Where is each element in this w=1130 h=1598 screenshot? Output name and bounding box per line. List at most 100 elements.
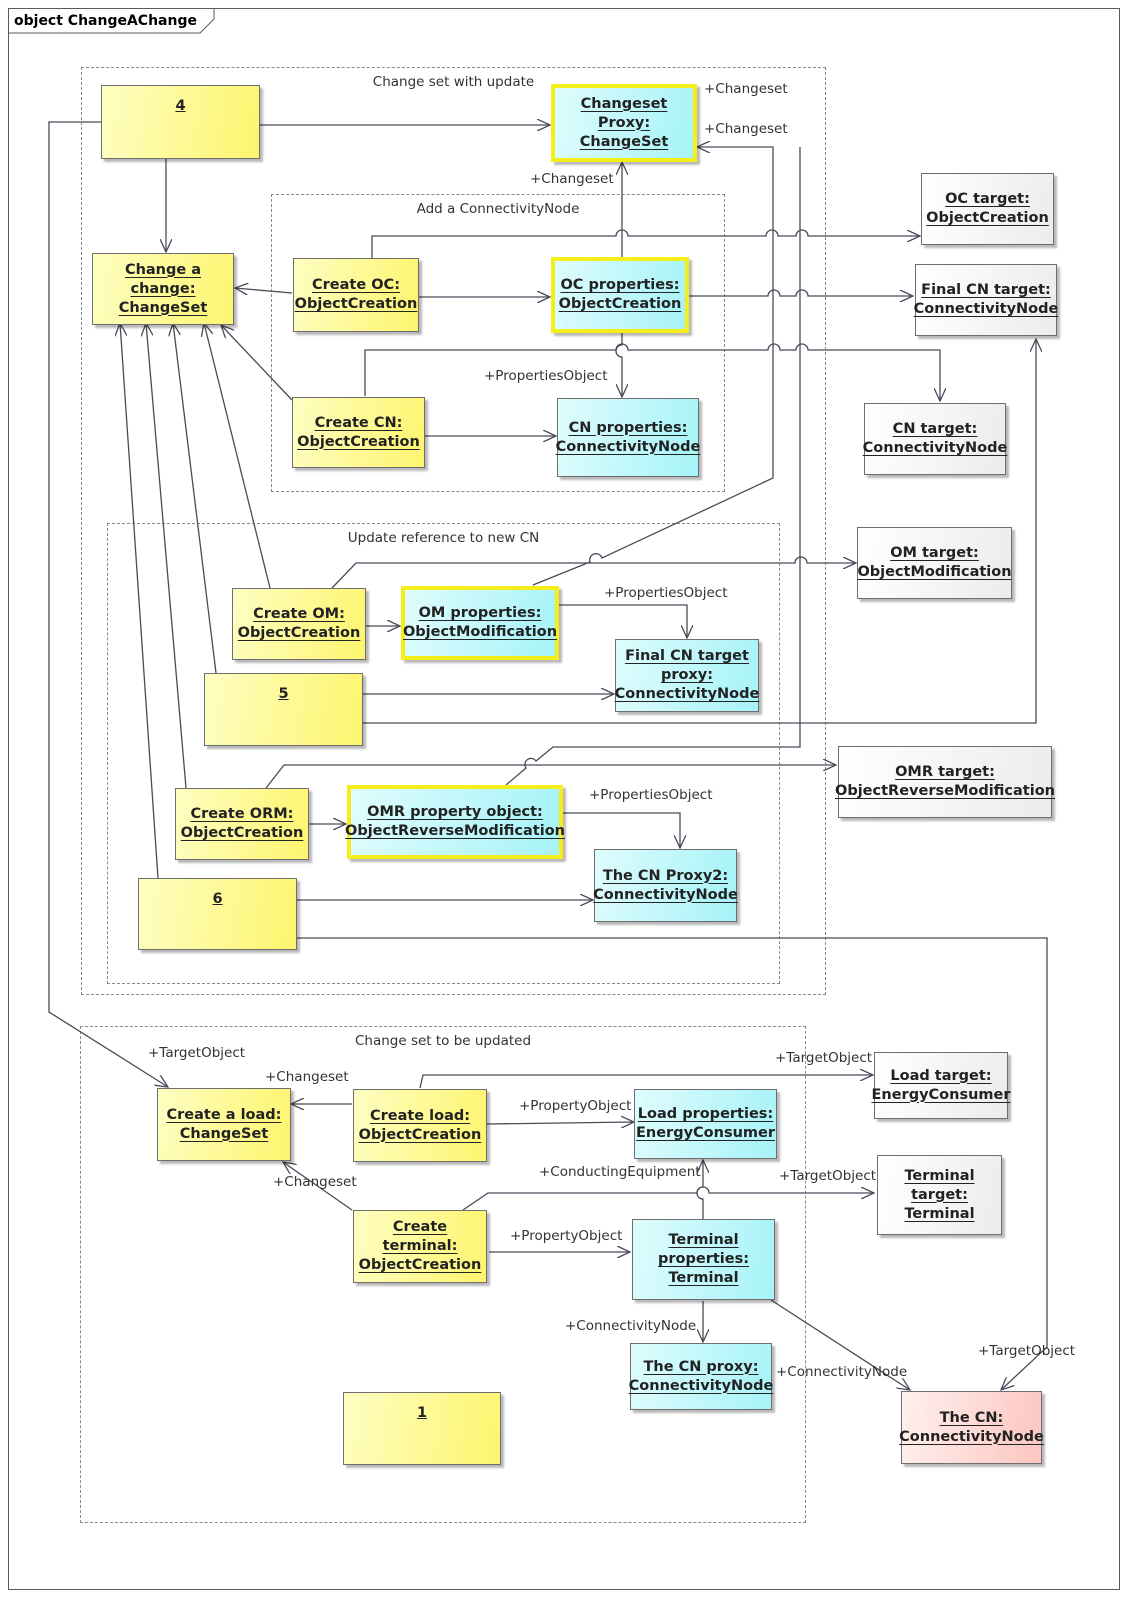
object-label-line: terminal: bbox=[382, 1238, 458, 1254]
object-label-line: properties: bbox=[657, 1251, 750, 1267]
connector-create-load-to-load-properties bbox=[486, 1122, 634, 1124]
object-6[interactable]: 6 bbox=[138, 878, 297, 950]
object-label-line: Create ORM: bbox=[190, 806, 294, 822]
object-label-line: Create CN: bbox=[314, 414, 403, 431]
connector-create-terminal-to-create-a-load bbox=[283, 1162, 353, 1211]
object-create-oc[interactable]: Create OC: ObjectCreation bbox=[293, 258, 419, 332]
object-label-line: ConnectivityNode bbox=[555, 438, 701, 455]
package-update-reference[interactable]: Update reference to new CN bbox=[107, 523, 780, 984]
role-label: +TargetObject bbox=[978, 1343, 1076, 1359]
role-label: +TargetObject bbox=[148, 1045, 246, 1061]
object-label-line: ObjectCreation bbox=[297, 433, 420, 450]
object-label-line: ObjectCreation bbox=[237, 625, 361, 641]
connector-6-to-change-a-change bbox=[120, 323, 159, 879]
diagram-title: object ChangeAChange bbox=[14, 13, 197, 29]
connector-create-oc-to-oc-target bbox=[371, 229, 920, 258]
object-4[interactable]: 4 bbox=[101, 85, 260, 159]
frame-tab-notch bbox=[9, 9, 215, 34]
object-terminal-target[interactable]: Terminal target: Terminal bbox=[877, 1155, 1002, 1235]
role-label: +PropertyObject bbox=[510, 1228, 623, 1244]
object-label-line: target: bbox=[911, 1186, 968, 1203]
object-change-a-change[interactable]: Change a change: ChangeSet bbox=[92, 253, 234, 325]
object-label-line: OC target: bbox=[945, 191, 1030, 207]
object-cn-properties[interactable]: CN properties: ConnectivityNode bbox=[555, 398, 701, 477]
object-create-om[interactable]: Create OM: ObjectCreation bbox=[232, 588, 366, 660]
object-label-line: ChangeSet bbox=[118, 299, 208, 316]
object-label-line: The CN proxy: bbox=[643, 1358, 759, 1375]
object-label-line: Proxy: bbox=[597, 114, 651, 131]
object-label-line: ConnectivityNode bbox=[628, 1377, 774, 1394]
object-load-target[interactable]: Load target: EnergyConsumer bbox=[871, 1052, 1011, 1119]
object-the-cn-proxy[interactable]: The CN proxy: ConnectivityNode bbox=[628, 1343, 774, 1410]
connector-create-orm-to-change-a-change bbox=[146, 323, 187, 789]
object-label: 6 bbox=[212, 891, 223, 907]
object-label-line: ObjectModification bbox=[402, 624, 558, 640]
role-label: +Changeset bbox=[273, 1174, 357, 1190]
object-label-line: ConnectivityNode bbox=[913, 301, 1059, 317]
role-label: +PropertiesObject bbox=[604, 585, 728, 601]
object-label-line: Terminal bbox=[668, 1270, 739, 1286]
object-omr-property-object[interactable]: OMR property object: ObjectReverseModifi… bbox=[345, 785, 565, 859]
object-label: 5 bbox=[278, 686, 289, 702]
role-label: +Changeset bbox=[704, 81, 788, 97]
object-oc-properties[interactable]: OC properties: ObjectCreation bbox=[551, 257, 689, 333]
connector-om-properties-to-final-cn-target-proxy bbox=[559, 604, 687, 638]
connector-create-om-to-om-target bbox=[331, 556, 856, 589]
object-the-cn-proxy2[interactable]: The CN Proxy2: ConnectivityNode bbox=[593, 849, 738, 922]
object-cn-target[interactable]: CN target: ConnectivityNode bbox=[862, 403, 1008, 475]
object-the-cn[interactable]: The CN: ConnectivityNode bbox=[899, 1391, 1044, 1464]
object-label-line: The CN Proxy2: bbox=[602, 867, 729, 884]
object-load-properties[interactable]: Load properties: EnergyConsumer bbox=[634, 1089, 777, 1159]
connector-6-to-the-cn bbox=[297, 937, 1048, 1390]
role-label: +PropertyObject bbox=[519, 1098, 632, 1114]
object-label-line: ConnectivityNode bbox=[899, 1428, 1044, 1445]
package-change-set-with-update[interactable]: Change set with update bbox=[81, 67, 826, 995]
package-title: Change set to be updated bbox=[354, 1033, 532, 1049]
connector-terminal-properties-to-the-cn bbox=[770, 1299, 910, 1390]
package-add-a-connectivity-node[interactable]: Add a ConnectivityNode bbox=[271, 194, 725, 492]
connector-create-cn-to-change-a-change bbox=[221, 325, 293, 401]
connector-omr-to-cn-proxy2 bbox=[563, 812, 680, 848]
object-label-line: ChangeSet bbox=[579, 133, 669, 150]
object-create-terminal[interactable]: Create terminal: ObjectCreation bbox=[353, 1210, 487, 1283]
object-create-a-load[interactable]: Create a load: ChangeSet bbox=[157, 1088, 291, 1161]
object-final-cn-target[interactable]: Final CN target: ConnectivityNode bbox=[913, 264, 1059, 336]
object-5[interactable]: 5 bbox=[204, 673, 363, 746]
role-label: +Changeset bbox=[704, 121, 788, 137]
object-om-properties[interactable]: OM properties: ObjectModification bbox=[401, 586, 559, 660]
object-label-line: ObjectCreation bbox=[180, 825, 304, 841]
object-label-line: Create OC: bbox=[312, 277, 400, 293]
object-create-load[interactable]: Create load: ObjectCreation bbox=[353, 1089, 487, 1162]
object-om-target[interactable]: OM target: ObjectModification bbox=[857, 527, 1012, 599]
object-label-line: Load properties: bbox=[637, 1106, 774, 1122]
object-label-line: ObjectModification bbox=[857, 564, 1012, 580]
object-changeset-proxy[interactable]: Changeset Proxy: ChangeSet bbox=[551, 84, 697, 162]
package-title: Update reference to new CN bbox=[347, 530, 540, 546]
package-change-set-to-be-updated[interactable]: Change set to be updated bbox=[80, 1026, 806, 1523]
role-label: +TargetObject bbox=[779, 1168, 877, 1184]
object-final-cn-target-proxy[interactable]: Final CN target proxy: ConnectivityNode bbox=[615, 639, 759, 712]
connector-create-om-to-change-a-change bbox=[204, 323, 271, 589]
object-label-line: CN properties: bbox=[568, 419, 688, 436]
object-omr-target[interactable]: OMR target: ObjectReverseModification bbox=[835, 746, 1055, 818]
object-label-line: Terminal bbox=[904, 1167, 975, 1184]
connector-create-orm-to-omr-target bbox=[265, 765, 836, 789]
object-label-line: Load target: bbox=[890, 1067, 992, 1084]
object-label-line: Create OM: bbox=[253, 606, 345, 622]
object-label-line: EnergyConsumer bbox=[635, 1125, 776, 1141]
object-oc-target[interactable]: OC target: ObjectCreation bbox=[921, 173, 1054, 245]
object-create-cn[interactable]: Create CN: ObjectCreation bbox=[292, 397, 425, 468]
object-label-line: Changeset bbox=[580, 95, 668, 112]
object-create-orm[interactable]: Create ORM: ObjectCreation bbox=[175, 788, 309, 860]
connector-5-to-final-cn-target bbox=[363, 339, 1036, 724]
role-label: +Changeset bbox=[265, 1069, 349, 1085]
connector-create-oc-to-change-a-change bbox=[235, 288, 293, 293]
diagram-frame bbox=[8, 8, 1120, 1590]
object-terminal-properties[interactable]: Terminal properties: Terminal bbox=[632, 1219, 775, 1300]
object-label-line: ConnectivityNode bbox=[862, 440, 1008, 456]
connector-create-load-to-load-target bbox=[419, 1075, 873, 1089]
object-1[interactable]: 1 bbox=[343, 1392, 501, 1465]
object-label-line: EnergyConsumer bbox=[871, 1086, 1011, 1103]
object-label: 1 bbox=[416, 1405, 428, 1421]
connector-5-to-change-a-change bbox=[173, 323, 217, 674]
